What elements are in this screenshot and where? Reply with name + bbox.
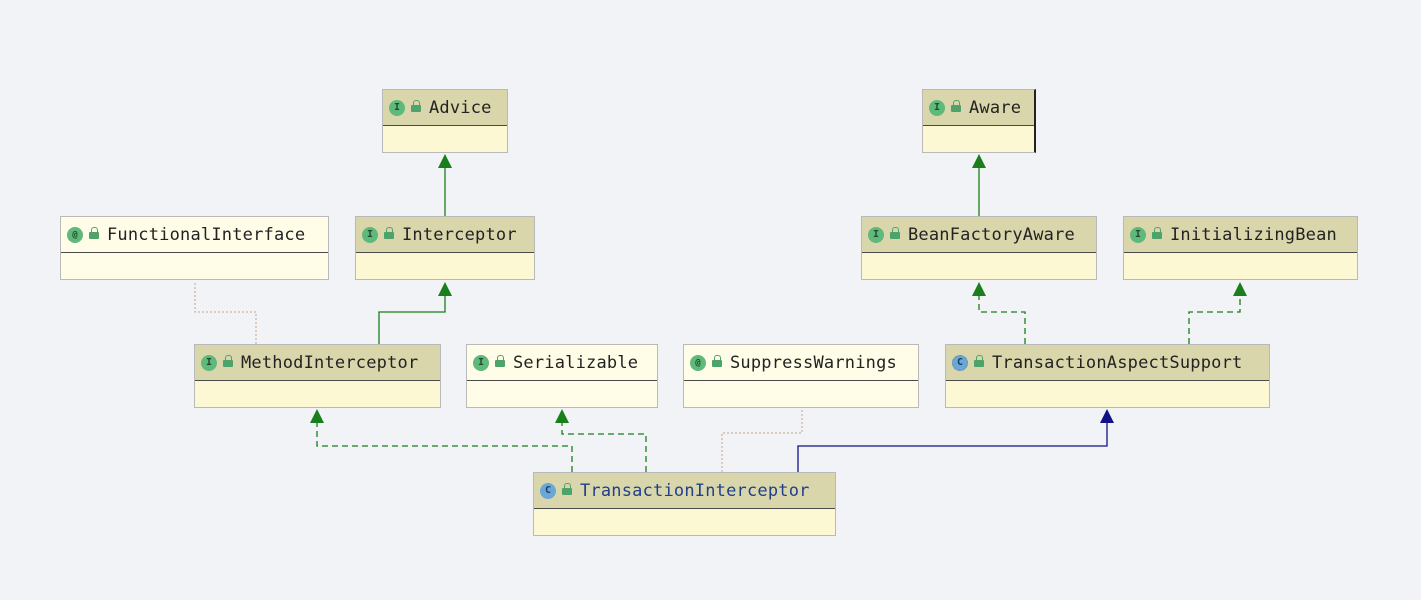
public-lock-icon <box>384 227 394 239</box>
public-lock-icon <box>223 355 233 367</box>
node-initializing-bean[interactable]: I InitializingBean <box>1123 216 1358 280</box>
abstract-class-icon: C <box>952 354 968 371</box>
node-transaction-interceptor[interactable]: C TransactionInterceptor <box>533 472 836 536</box>
annotation-icon: @ <box>690 354 706 371</box>
node-transaction-aspect-support[interactable]: C TransactionAspectSupport <box>945 344 1270 408</box>
interface-icon: I <box>868 226 884 243</box>
annotation-icon: @ <box>67 226 83 243</box>
node-label: SuppressWarnings <box>730 352 897 373</box>
node-label: FunctionalInterface <box>107 224 306 245</box>
public-lock-icon <box>1152 227 1162 239</box>
node-label: Serializable <box>513 352 639 373</box>
edge-ti-methodinterceptor <box>310 409 573 472</box>
public-lock-icon <box>89 227 99 239</box>
public-lock-icon <box>495 355 505 367</box>
node-suppress-warnings[interactable]: @ SuppressWarnings <box>683 344 919 408</box>
public-lock-icon <box>974 355 984 367</box>
public-lock-icon <box>562 483 572 495</box>
public-lock-icon <box>951 100 961 112</box>
edge-interceptor-advice <box>438 154 452 216</box>
node-label: TransactionAspectSupport <box>992 352 1243 373</box>
node-aware[interactable]: I Aware <box>922 89 1036 153</box>
interface-icon: I <box>929 99 945 116</box>
node-functional-interface[interactable]: @ FunctionalInterface <box>60 216 329 280</box>
edge-ti-suppresswarnings <box>721 409 803 472</box>
node-bean-factory-aware[interactable]: I BeanFactoryAware <box>861 216 1097 280</box>
node-label: TransactionInterceptor <box>580 480 810 501</box>
node-label: MethodInterceptor <box>241 352 419 373</box>
edge-tas-initializingbean <box>1188 282 1247 344</box>
node-label: BeanFactoryAware <box>908 224 1075 245</box>
interface-icon: I <box>1130 226 1146 243</box>
node-label: Interceptor <box>402 224 517 245</box>
public-lock-icon <box>712 355 722 367</box>
class-icon: C <box>540 482 556 499</box>
interface-icon: I <box>389 99 405 116</box>
node-method-interceptor[interactable]: I MethodInterceptor <box>194 344 441 408</box>
public-lock-icon <box>890 227 900 239</box>
node-advice[interactable]: I Advice <box>382 89 508 153</box>
edge-ti-serializable <box>555 409 647 472</box>
edge-beanfactoryaware-aware <box>972 154 986 216</box>
node-label: Advice <box>429 97 492 118</box>
edge-methodinterceptor-functionalinterface <box>194 281 257 344</box>
interface-icon: I <box>201 354 217 371</box>
edge-methodinterceptor-interceptor <box>378 282 452 344</box>
public-lock-icon <box>411 100 421 112</box>
node-label: InitializingBean <box>1170 224 1337 245</box>
node-label: Aware <box>969 97 1022 118</box>
node-interceptor[interactable]: I Interceptor <box>355 216 535 280</box>
interface-icon: I <box>473 354 489 371</box>
edge-ti-transactionaspectsupport <box>797 409 1114 472</box>
interface-icon: I <box>362 226 378 243</box>
node-serializable[interactable]: I Serializable <box>466 344 658 408</box>
edge-tas-beanfactoryaware <box>972 282 1026 344</box>
